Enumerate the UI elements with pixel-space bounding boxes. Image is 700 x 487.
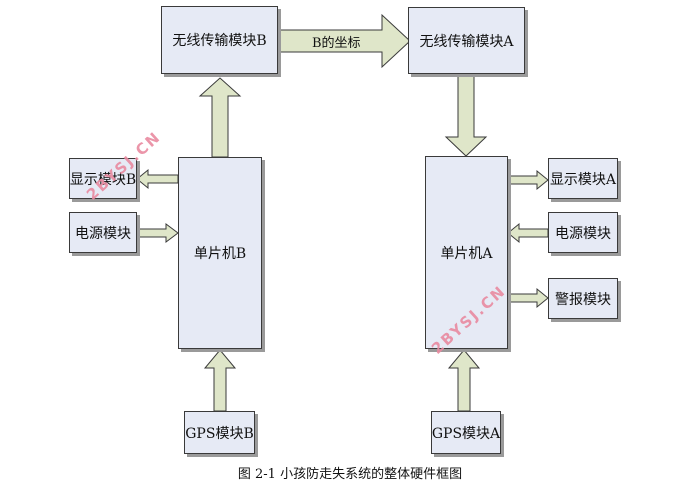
arrow-wireless-a-to-mcu-a — [444, 73, 488, 157]
arrow-mcu-a-to-alarm — [507, 287, 549, 309]
gps-module-b: GPS模块B — [184, 411, 255, 454]
arrow-mcu-b-to-wireless-b — [198, 77, 242, 158]
power-module-a: 电源模块 — [548, 212, 618, 253]
arrow-power-a-to-mcu-a — [507, 222, 549, 244]
wireless-module-b: 无线传输模块B — [161, 6, 278, 74]
wireless-module-a: 无线传输模块A — [408, 7, 525, 74]
figure-caption: 图 2-1 小孩防走失系统的整体硬件框图 — [237, 467, 463, 482]
mcu-b: 单片机B — [178, 157, 262, 349]
arrow-mcu-b-to-display-b — [136, 168, 179, 190]
arrow-power-b-to-mcu-b — [136, 223, 179, 243]
arrow-gps-a-to-mcu-a — [447, 349, 481, 412]
mcu-a: 单片机A — [425, 156, 508, 349]
edge-label-b-coords: B的坐标 — [312, 36, 361, 51]
arrow-mcu-a-to-display-a — [507, 169, 549, 191]
power-module-b: 电源模块 — [69, 212, 137, 253]
arrow-wireless-b-to-a — [279, 13, 411, 69]
display-module-a: 显示模块A — [548, 158, 618, 199]
alarm-module: 警报模块 — [548, 278, 618, 319]
arrow-gps-b-to-mcu-b — [203, 349, 237, 412]
display-module-b: 显示模块B — [69, 158, 137, 199]
gps-module-a: GPS模块A — [431, 411, 501, 454]
